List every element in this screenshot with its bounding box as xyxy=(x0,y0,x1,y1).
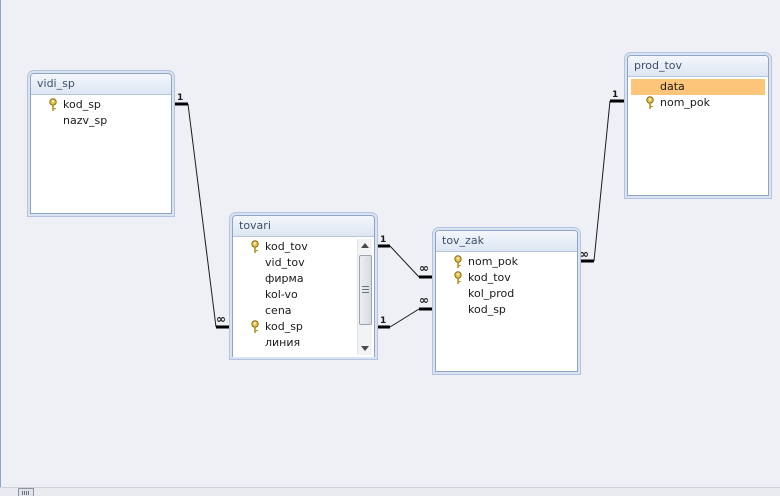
table-title[interactable]: tov_zak xyxy=(436,231,577,252)
field-list: data nom_pok xyxy=(628,77,768,111)
field-row[interactable]: kod_sp xyxy=(233,319,374,335)
scroll-grip-icon xyxy=(362,286,369,293)
cardinality-one-label: 1 xyxy=(177,93,184,103)
table-vidi_sp[interactable]: vidi_sp kod_sp nazv_sp xyxy=(30,73,172,214)
cardinality-many-label: ∞ xyxy=(216,312,226,326)
table-title[interactable]: prod_tov xyxy=(628,56,768,77)
key-icon xyxy=(646,96,654,109)
field-name: kod_tov xyxy=(265,240,308,253)
key-icon xyxy=(49,98,57,111)
relationship-tov_zak-prod_tov[interactable] xyxy=(578,99,626,263)
field-name: vid_tov xyxy=(265,256,305,269)
field-row[interactable]: nom_pok xyxy=(436,254,577,270)
scroll-up-icon[interactable] xyxy=(358,239,372,253)
cardinality-one-label: 1 xyxy=(612,90,619,100)
cardinality-many-label: ∞ xyxy=(419,261,429,275)
field-name: kod_tov xyxy=(468,271,511,284)
field-row[interactable]: cena xyxy=(233,303,374,319)
field-name: kod_sp xyxy=(468,303,506,316)
field-row[interactable]: kod_tov xyxy=(436,270,577,286)
relationship-vidi_sp-tovari[interactable] xyxy=(172,102,232,329)
scroll-thumb[interactable] xyxy=(359,255,372,325)
field-name: cena xyxy=(265,304,292,317)
table-prod_tov[interactable]: prod_tov data nom_pok xyxy=(627,55,769,196)
cardinality-many-label: ∞ xyxy=(579,247,589,261)
field-row[interactable]: nazv_sp xyxy=(31,113,171,129)
field-row[interactable]: kod_sp xyxy=(31,97,171,113)
field-name: линия xyxy=(265,336,301,349)
table-title[interactable]: tovari xyxy=(233,216,374,237)
field-name: kol_prod xyxy=(468,287,515,300)
field-name: nom_pok xyxy=(660,96,710,109)
field-name: nazv_sp xyxy=(63,114,108,127)
field-row[interactable]: vid_tov xyxy=(233,255,374,271)
field-list: kod_tov vid_tov фирма kol-vo cena kod_sp… xyxy=(233,237,374,357)
field-row[interactable]: kol_prod xyxy=(436,286,577,302)
field-row-selected[interactable]: data xyxy=(631,79,765,95)
horizontal-scroll-thumb[interactable] xyxy=(18,488,34,496)
key-icon xyxy=(454,271,462,284)
relationship-tovari-tov_zak-kod_tov[interactable] xyxy=(374,244,435,279)
field-row[interactable]: nom_pok xyxy=(628,95,768,111)
field-row[interactable]: фирма xyxy=(233,271,374,287)
field-name: data xyxy=(660,80,685,93)
cardinality-one-label: 1 xyxy=(380,316,387,326)
table-title[interactable]: vidi_sp xyxy=(31,74,171,95)
key-icon xyxy=(454,255,462,268)
horizontal-scrollbar[interactable] xyxy=(0,487,780,496)
cardinality-many-label: ∞ xyxy=(419,293,429,307)
table-tov_zak[interactable]: tov_zak nom_pok kod_tov kol_prod kod_sp xyxy=(435,230,578,372)
field-name: nom_pok xyxy=(468,255,518,268)
relationship-tovari-tov_zak-kod_sp[interactable] xyxy=(374,307,435,329)
field-name: kol-vo xyxy=(265,288,298,301)
scroll-down-icon[interactable] xyxy=(358,341,372,355)
field-name: фирма xyxy=(265,272,304,285)
field-name: kod_sp xyxy=(265,320,303,333)
field-list: nom_pok kod_tov kol_prod kod_sp xyxy=(436,252,577,318)
cardinality-one-label: 1 xyxy=(380,235,387,245)
field-row[interactable]: kod_tov xyxy=(233,239,374,255)
key-icon xyxy=(251,320,259,333)
table-tovari[interactable]: tovari kod_tov vid_tov фирма kol-vo cena… xyxy=(232,215,375,357)
vertical-scrollbar[interactable] xyxy=(357,239,372,355)
key-icon xyxy=(251,240,259,253)
field-name: kod_sp xyxy=(63,98,101,111)
field-row[interactable]: kod_sp xyxy=(436,302,577,318)
field-list: kod_sp nazv_sp xyxy=(31,95,171,129)
field-row[interactable]: линия xyxy=(233,335,374,351)
field-row[interactable]: kol-vo xyxy=(233,287,374,303)
window-left-edge xyxy=(0,0,1,487)
